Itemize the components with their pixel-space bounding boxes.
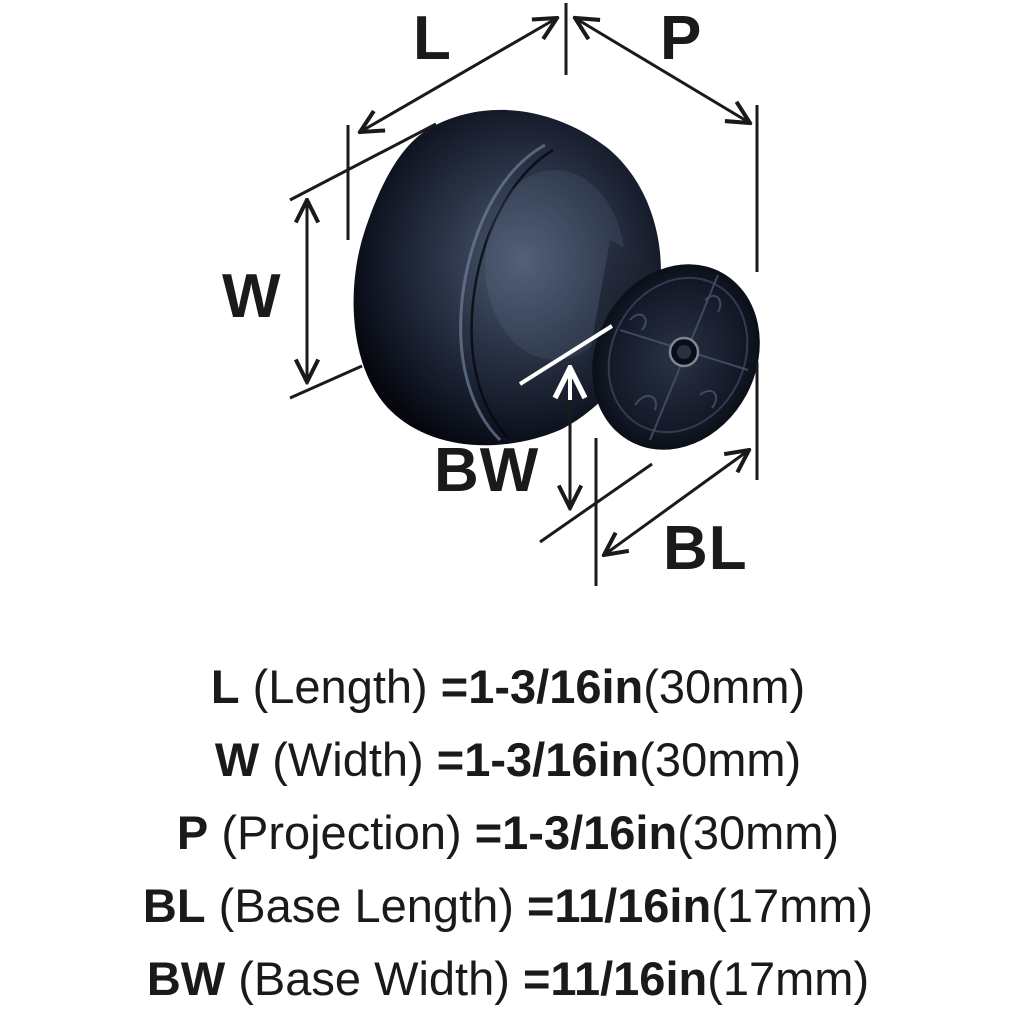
length-arrow [360,18,557,132]
ref-line-base-width-top [518,324,614,400]
spec-row-width: W (Width) =1-3/16in(30mm) [0,723,1016,796]
spec-code: BL [142,879,206,932]
ref-line-width-top [289,122,437,202]
spec-row-length: L (Length) =1-3/16in(30mm) [0,650,1016,723]
spec-name: (Length) [252,660,428,713]
spec-imperial: 11/16in [550,952,708,1005]
projection-arrow [575,18,750,123]
spec-name: (Projection) [221,806,462,859]
spec-code: L [210,660,240,713]
spec-name: (Base Width) [238,952,510,1005]
length-label: L [413,4,452,73]
cap-groove [459,143,546,442]
base-length-arrow [604,450,749,555]
knob-cap [353,109,661,446]
spec-imperial: 1-3/16in [464,733,640,786]
spec-equals: = [474,806,503,859]
spec-code: W [214,733,260,786]
ref-line-width-bottom [289,364,363,400]
spec-equals: = [436,733,465,786]
spec-row-projection: P (Projection) =1-3/16in(30mm) [0,796,1016,869]
spec-imperial: 11/16in [554,879,712,932]
spec-code: BW [146,952,226,1005]
spec-imperial: 1-3/16in [468,660,644,713]
spec-metric: (17mm) [711,879,874,932]
spec-metric: (30mm) [639,733,802,786]
dimension-lines [289,3,759,586]
spec-metric: (30mm) [643,660,806,713]
spec-equals: = [526,879,555,932]
width-label: W [222,262,282,331]
spec-metric: (17mm) [707,952,870,1005]
base-length-label: BL [663,514,748,583]
spec-equals: = [522,952,551,1005]
base-width-label: BW [434,436,540,505]
spec-equals: = [440,660,469,713]
dimension-specs: L (Length) =1-3/16in(30mm) W (Width) =1-… [0,650,1016,1015]
projection-label: P [660,4,703,73]
spec-code: P [176,806,209,859]
spec-name: (Width) [272,733,424,786]
knob-body [353,109,760,450]
dimension-diagram: L P W BW BL [222,3,760,586]
spec-metric: (30mm) [677,806,840,859]
spec-imperial: 1-3/16in [502,806,678,859]
spec-name: (Base Length) [218,879,514,932]
spec-row-base-length: BL (Base Length) =11/16in(17mm) [0,869,1016,942]
spec-row-base-width: BW (Base Width) =11/16in(17mm) [0,942,1016,1015]
knob-illustration [289,3,760,586]
